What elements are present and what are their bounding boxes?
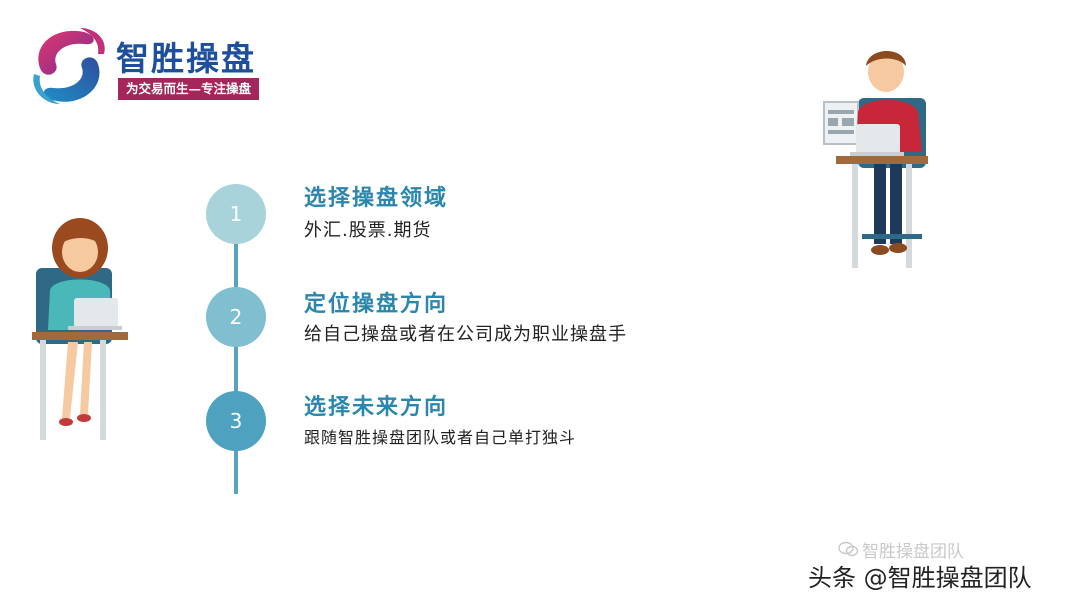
toutiao-watermark: 头条 @智胜操盘团队 [808,564,1032,592]
step-2-number: 2 [206,287,266,347]
logo-mark-icon [33,28,105,104]
timeline-line [234,240,238,494]
logo-slogan: 为交易而生—专注操盘 [118,78,260,100]
step-1-description: 外汇.股票.期货 [304,220,432,241]
step-3-number: 3 [206,391,266,451]
wechat-icon [838,541,858,557]
step-1-number: 1 [206,184,266,244]
brand-logo: 智胜操盘 为交易而生—专注操盘 [26,24,296,108]
step-2-title: 定位操盘方向 [304,292,449,317]
woman-at-laptop-illustration [32,218,128,440]
step-3-description: 跟随智胜操盘团队或者自己单打独斗 [304,428,577,447]
man-at-laptop-illustration [823,51,928,268]
wechat-watermark: 智胜操盘团队 [862,542,964,562]
step-2-description: 给自己操盘或者在公司成为职业操盘手 [304,324,627,345]
step-3-title: 选择未来方向 [304,395,449,420]
logo-title: 智胜操盘 [116,39,256,78]
step-1-title: 选择操盘领域 [304,186,449,211]
